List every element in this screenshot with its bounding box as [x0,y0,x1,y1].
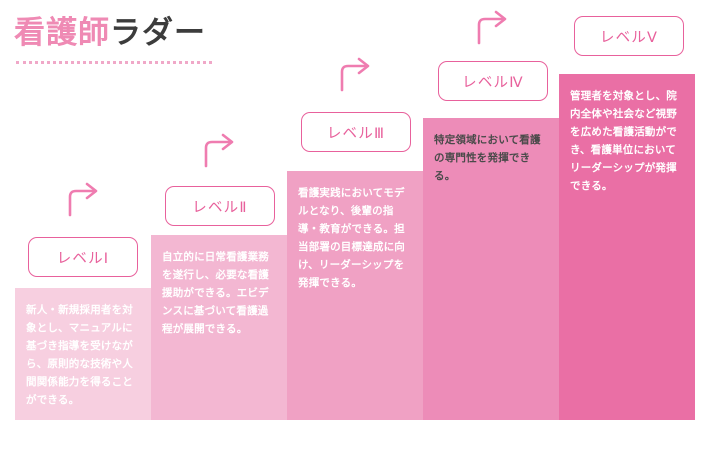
arrow-level4-to-level5-icon [472,8,514,50]
ladder-block-text-level-4: 特定領域において看護の専門性を発揮できる。 [434,134,541,183]
arrow-level3-to-level4-icon [335,55,377,97]
ladder-block-level-1: 新人・新規採用者を対象とし、マニュアルに基づき指導を受けながら、原則的な技術や人… [15,288,151,420]
level-badge-4[interactable]: レベルⅣ [438,61,548,101]
page-title-rest: ラダー [110,15,206,51]
ladder-block-text-level-2: 自立的に日常看護業務を遂行し、必要な看護援助ができる。エビデンスに基づいて看護過… [162,251,269,336]
title-underline-divider [16,61,212,67]
ladder-block-level-4: 特定領域において看護の専門性を発揮できる。 [423,118,559,420]
ladder-block-text-level-3: 看護実践においてモデルとなり、後輩の指導・教育ができる。担当部署の目標達成に向け… [298,187,405,290]
arrow-level2-to-level3-icon [199,131,241,173]
ladder-block-level-5: 管理者を対象とし、院内全体や社会など視野を広めた看護活動ができ、看護単位において… [559,74,695,420]
level-badge-5[interactable]: レベルⅤ [574,16,684,56]
level-badge-2[interactable]: レベルⅡ [165,186,275,226]
page-title: 看護師ラダー [14,16,206,50]
page-title-accent: 看護師 [14,15,110,51]
level-badge-1[interactable]: レベルⅠ [28,237,138,277]
arrow-level1-to-level2-icon [63,180,105,222]
ladder-block-text-level-1: 新人・新規採用者を対象とし、マニュアルに基づき指導を受けながら、原則的な技術や人… [26,304,133,407]
ladder-block-level-2: 自立的に日常看護業務を遂行し、必要な看護援助ができる。エビデンスに基づいて看護過… [151,235,287,420]
ladder-block-level-3: 看護実践においてモデルとなり、後輩の指導・教育ができる。担当部署の目標達成に向け… [287,171,423,420]
ladder-block-text-level-5: 管理者を対象とし、院内全体や社会など視野を広めた看護活動ができ、看護単位において… [570,90,677,193]
level-badge-3[interactable]: レベルⅢ [301,112,411,152]
